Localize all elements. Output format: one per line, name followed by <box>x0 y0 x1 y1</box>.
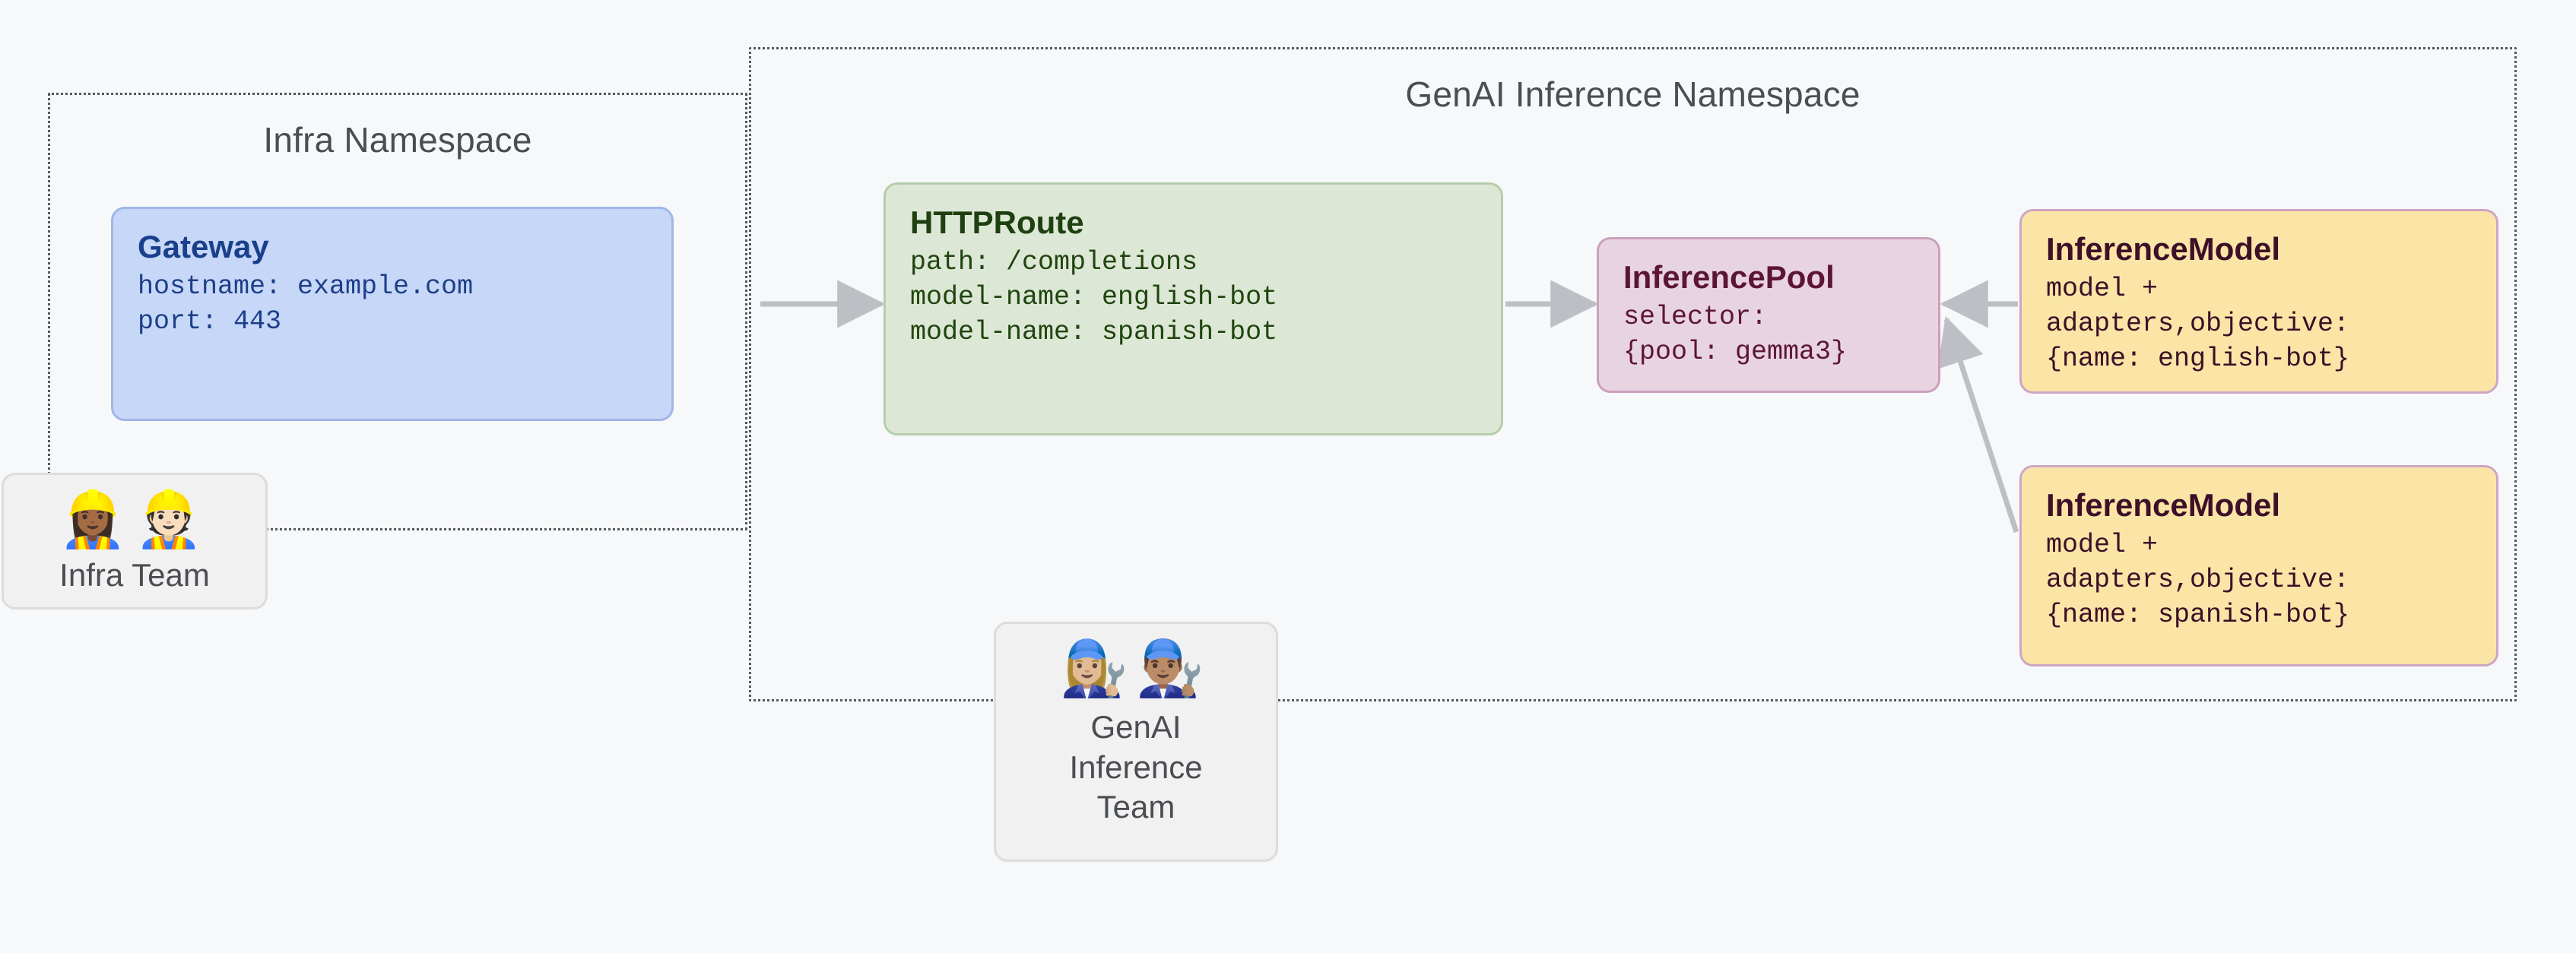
inferencemodel-english-line-adapters: adapters,objective: <box>2046 309 2350 340</box>
namespace-genai-title: GenAI Inference Namespace <box>1405 74 1861 114</box>
gateway-title: Gateway <box>138 229 269 264</box>
httproute-title: HTTPRoute <box>910 204 1084 240</box>
resource-box-httproute[interactable]: HTTPRoute path: /completions model-name:… <box>884 182 1503 435</box>
inferencemodel-spanish-line-name: {name: spanish-bot} <box>2046 600 2350 631</box>
team-card-infra[interactable]: 👷🏾‍♀️👷🏻 Infra Team <box>2 473 268 609</box>
inferencemodel-spanish-line-model: model + <box>2046 530 2159 561</box>
resource-box-inferencemodel-english[interactable]: InferenceModel model + adapters,objectiv… <box>2019 209 2498 394</box>
resource-box-inferencepool[interactable]: InferencePool selector: {pool: gemma3} <box>1597 237 1940 393</box>
resource-box-gateway[interactable]: Gateway hostname: example.com port: 443 <box>111 207 674 421</box>
team-card-genai[interactable]: 👩🏼‍🔧👨🏽‍🔧 GenAI Inference Team <box>994 622 1278 862</box>
httproute-line-model-name-spanish: model-name: spanish-bot <box>910 317 1278 348</box>
inferencepool-line-selector: selector: <box>1623 302 1768 333</box>
inferencepool-line-selector-value: {pool: gemma3} <box>1623 337 1848 368</box>
namespace-infra <box>48 93 747 530</box>
mechanic-icons: 👩🏼‍🔧👨🏽‍🔧 <box>1060 636 1212 700</box>
team-genai-label-line-3: Team <box>1096 789 1175 825</box>
namespace-genai <box>749 47 2517 701</box>
httproute-line-path: path: /completions <box>910 247 1198 278</box>
team-genai-label-line-2: Inference <box>1069 749 1203 785</box>
team-infra-label: Infra Team <box>59 557 210 593</box>
inferencemodel-english-line-model: model + <box>2046 274 2159 305</box>
gateway-line-hostname: hostname: example.com <box>138 271 474 302</box>
inferencemodel-spanish-line-adapters: adapters,objective: <box>2046 565 2350 596</box>
inferencemodel-english-line-name: {name: english-bot} <box>2046 344 2350 375</box>
httproute-line-model-name-english: model-name: english-bot <box>910 282 1278 313</box>
inferencepool-title: InferencePool <box>1623 259 1835 295</box>
namespace-infra-title: Infra Namespace <box>263 120 532 160</box>
resource-box-inferencemodel-spanish[interactable]: InferenceModel model + adapters,objectiv… <box>2019 465 2498 666</box>
construction-worker-icons: 👷🏾‍♀️👷🏻 <box>59 487 211 551</box>
inferencemodel-spanish-title: InferenceModel <box>2046 487 2281 523</box>
team-genai-label: GenAI Inference Team <box>1069 708 1202 828</box>
inferencemodel-english-title: InferenceModel <box>2046 231 2281 267</box>
gateway-line-port: port: 443 <box>138 306 282 337</box>
team-genai-label-line-1: GenAI <box>1090 709 1182 745</box>
